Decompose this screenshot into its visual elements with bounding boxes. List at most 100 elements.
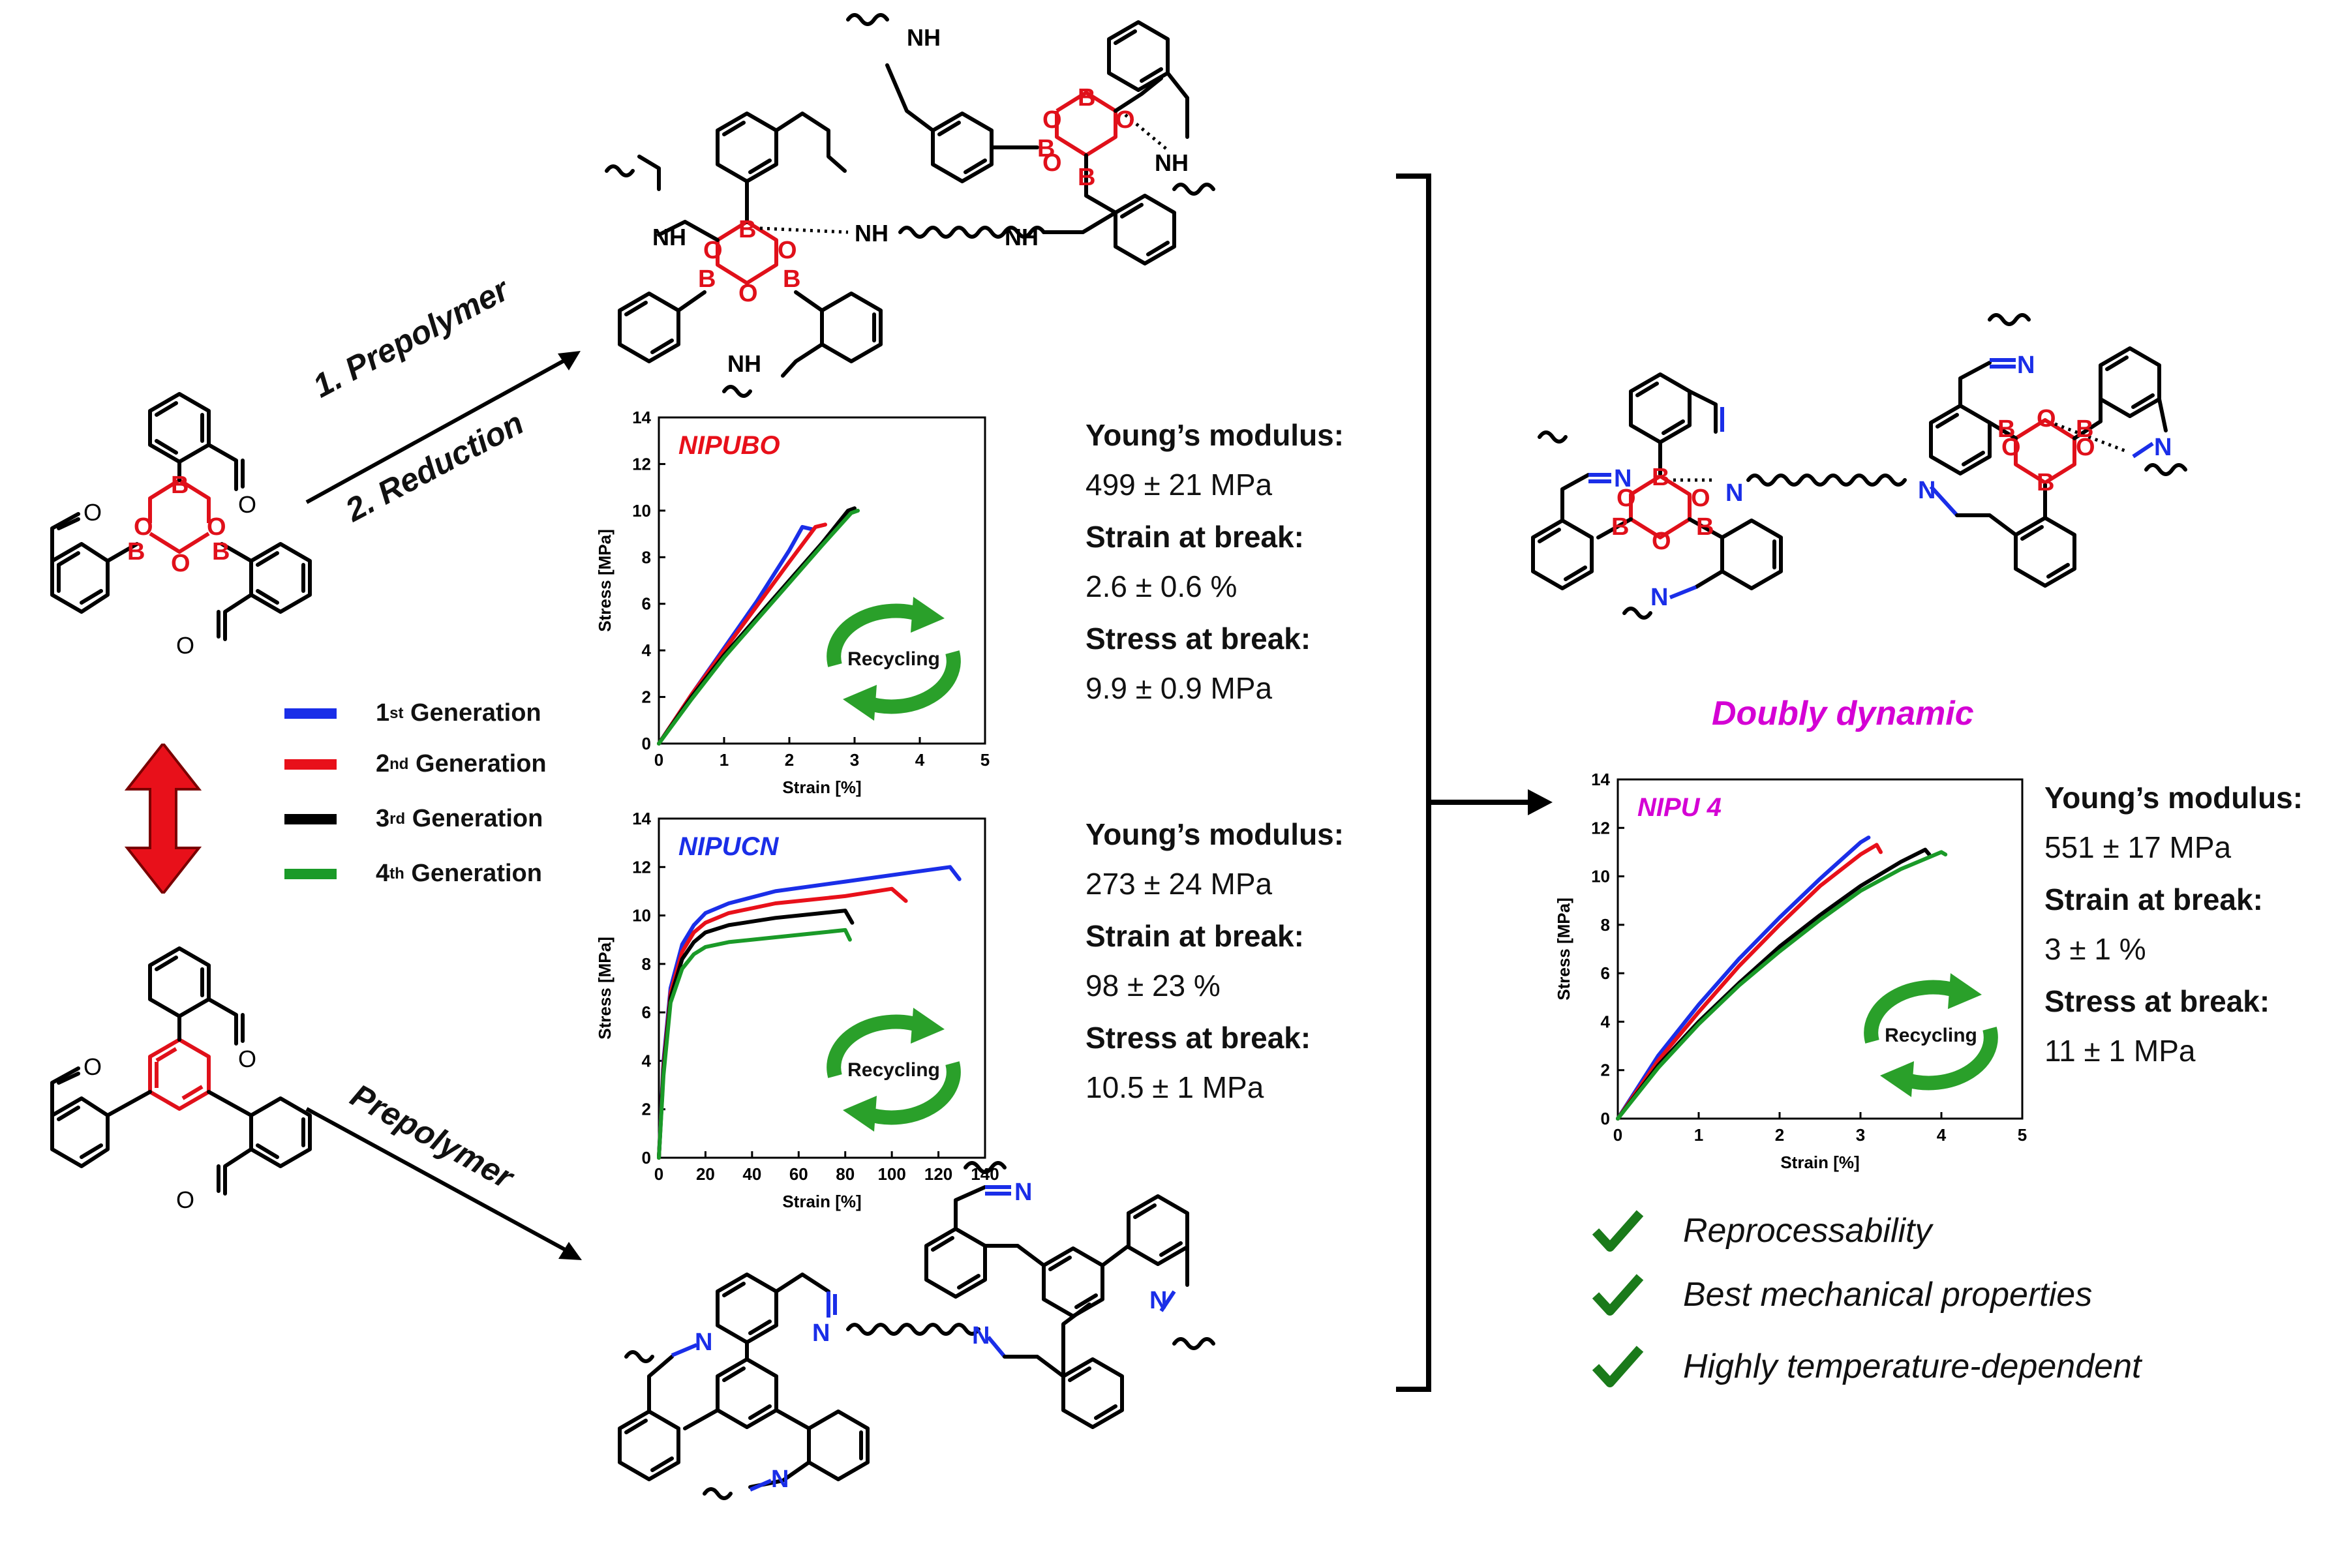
amine-nh: NH	[907, 24, 941, 51]
boron-atom: B	[1652, 464, 1669, 491]
boroxine-trialdehyde-structure: B O O B O B O O O	[50, 392, 312, 659]
recycling-arrowhead-upper	[1948, 973, 1982, 1009]
boron-atom: B	[738, 216, 756, 243]
x-axis-label: Strain [%]	[782, 1192, 861, 1211]
oxygen-atom: O	[238, 1046, 256, 1072]
y-tick-label: 10	[1591, 867, 1610, 886]
boron-atom: B	[127, 538, 145, 565]
amine-nh: NH	[727, 350, 761, 377]
youngs-modulus-value: 551 ± 17 MPa	[2044, 830, 2232, 864]
x-tick-label: 120	[924, 1164, 952, 1184]
y-tick-label: 6	[1601, 963, 1610, 983]
amine-nh: NH	[1155, 149, 1189, 176]
oxygen-atom: O	[1042, 149, 1062, 177]
y-tick-label: 10	[632, 906, 651, 926]
strain-at-break-value: 98 ± 23 %	[1086, 969, 1221, 1003]
legend-swatch	[284, 813, 337, 824]
boron-atom: B	[171, 472, 189, 499]
imine-n-atom: N	[1650, 584, 1668, 611]
recycling-arrowhead-lower	[843, 1096, 877, 1132]
y-tick-label: 10	[632, 501, 651, 520]
youngs-modulus-value: 273 ± 24 MPa	[1086, 867, 1273, 901]
oxygen-atom: O	[703, 237, 723, 264]
y-tick-label: 2	[642, 1100, 651, 1119]
checklist-item: Best mechanical properties	[1592, 1272, 2092, 1318]
y-tick-label: 8	[642, 547, 651, 567]
y-tick-label: 14	[632, 408, 651, 427]
legend-ordinal-suffix: nd	[389, 755, 409, 773]
series-line	[1616, 836, 1871, 1121]
oxygen-atom: O	[2037, 405, 2056, 432]
legend-swatch	[284, 708, 337, 719]
benzene-trialdehyde-structure: O O O	[50, 946, 312, 1213]
chart-title: NIPUCN	[678, 832, 779, 861]
legend-ordinal: 3	[376, 805, 390, 832]
y-tick-label: 2	[642, 687, 651, 707]
youngs-modulus-label: Young’s modulus:	[1086, 418, 1344, 452]
boron-atom: B	[1078, 84, 1095, 112]
recycling-icon: Recycling	[827, 1008, 961, 1132]
y-tick-label: 6	[642, 1003, 651, 1022]
x-tick-label: 0	[654, 1164, 663, 1184]
oxygen-atom: O	[1116, 106, 1135, 134]
oxygen-atom: O	[2076, 434, 2095, 461]
strain-at-break-label: Strain at break:	[1086, 520, 1304, 554]
checklist-text: Reprocessability	[1683, 1212, 1932, 1250]
checklist-text: Best mechanical properties	[1683, 1276, 2093, 1314]
imine-n-atom: N	[1614, 465, 1632, 492]
oxygen-atom: O	[207, 513, 226, 541]
oxygen-atom: O	[738, 280, 758, 307]
checklist-text: Highly temperature-dependent	[1683, 1348, 2142, 1385]
imine-n-atom: N	[2154, 434, 2172, 461]
x-tick-label: 3	[1856, 1125, 1865, 1145]
stress-at-break-label: Stress at break:	[2044, 984, 2270, 1018]
oxygen-atom: O	[176, 632, 194, 659]
legend-swatch	[284, 868, 337, 879]
boron-atom: B	[2037, 469, 2054, 496]
oxygen-atom: O	[778, 237, 797, 264]
boron-atom: B	[1696, 513, 1714, 541]
boron-atom: B	[1611, 513, 1629, 541]
boron-atom: B	[2076, 415, 2093, 443]
checkmark-icon	[1592, 1346, 1644, 1387]
x-tick-label: 5	[2018, 1125, 2027, 1145]
imine-n-atom: N	[695, 1329, 712, 1356]
x-tick-label: 20	[696, 1164, 715, 1184]
nipucn-properties: Young’s modulus: 273 ± 24 MPa Strain at …	[1086, 819, 1344, 1124]
boron-atom: B	[698, 265, 716, 293]
recycling-icon: Recycling	[827, 597, 961, 721]
boron-atom: B	[783, 265, 800, 293]
series-line	[1616, 850, 1948, 1121]
y-tick-label: 4	[642, 641, 652, 660]
x-tick-label: 2	[785, 750, 794, 770]
y-axis-label: Stress [MPa]	[1554, 897, 1573, 1001]
legend-ordinal-suffix: th	[389, 864, 404, 882]
boron-atom: B	[1037, 135, 1055, 162]
legend-label: Generation	[410, 699, 541, 727]
legend-label: Generation	[412, 805, 543, 832]
recycling-arrowhead-lower	[1880, 1061, 1914, 1097]
stress-at-break-label: Stress at break:	[1086, 1021, 1311, 1055]
recycling-arrow-lower	[865, 1061, 961, 1125]
legend-ordinal: 2	[376, 750, 390, 777]
doubly-dynamic-label: Doubly dynamic	[1712, 695, 1974, 732]
oxygen-atom: O	[84, 1053, 102, 1080]
imine-n-atom: N	[2017, 352, 2035, 379]
youngs-modulus-value: 499 ± 21 MPa	[1086, 468, 1273, 502]
legend-label: Generation	[411, 860, 542, 887]
x-tick-label: 1	[1694, 1125, 1703, 1145]
x-axis-label: Strain [%]	[782, 777, 861, 797]
x-tick-label: 80	[836, 1164, 855, 1184]
stress-at-break-label: Stress at break:	[1086, 622, 1311, 656]
y-tick-label: 0	[1601, 1109, 1610, 1128]
y-tick-label: 8	[642, 954, 651, 974]
y-tick-label: 0	[642, 1148, 651, 1168]
y-tick-label: 12	[632, 857, 651, 877]
oxygen-atom: O	[1691, 485, 1710, 512]
stress-at-break-value: 10.5 ± 1 MPa	[1086, 1070, 1264, 1104]
recycling-label: Recycling	[847, 648, 940, 670]
oxygen-atom: O	[84, 499, 102, 526]
